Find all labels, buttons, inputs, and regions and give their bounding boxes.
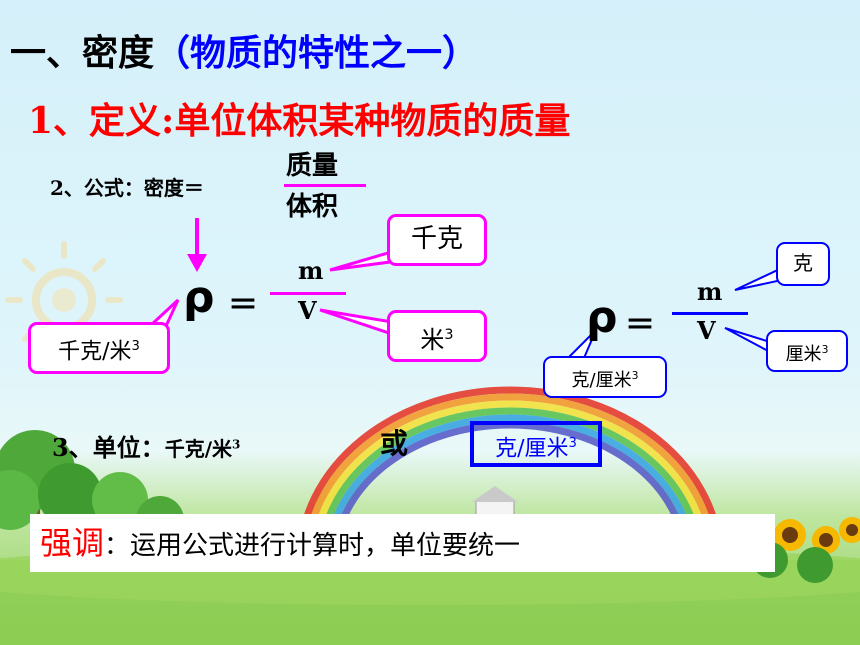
fraction-line-g — [672, 312, 748, 315]
callout-volume-cm3: 厘米3 — [766, 330, 848, 372]
formula-denominator: 体积 — [286, 192, 339, 222]
page-title: 一、密度（物质的特性之一） — [10, 32, 479, 74]
formula-numerator: 质量 — [286, 151, 339, 181]
emphasis-text: ：运用公式进行计算时，单位要统一 — [104, 531, 521, 561]
callout-density-g: 克/厘米3 — [543, 356, 667, 398]
fraction-line — [284, 184, 366, 187]
mass-symbol-g: m — [697, 277, 723, 306]
formula-label: 2、公式：密度＝ — [50, 176, 204, 200]
rho-symbol-kg: ρ — [183, 272, 215, 323]
rainbow-icon — [296, 386, 724, 561]
callout-mass-g: 克 — [776, 242, 830, 286]
equals-sign-kg: ＝ — [228, 288, 258, 323]
rho-symbol-g: ρ — [586, 292, 618, 343]
title-parenthetical: （物质的特性之一） — [154, 32, 479, 74]
emphasis-box: 强调：运用公式进行计算时，单位要统一 — [30, 514, 775, 572]
volume-symbol-kg: V — [298, 296, 317, 325]
unit-kg-m3: 千克/米3 — [164, 437, 241, 461]
equals-sign-g: ＝ — [625, 308, 655, 343]
unit-g-cm3-box: 克/厘米3 — [470, 421, 602, 467]
units-line: 3、单位：千克/米3 — [52, 433, 241, 462]
callout-mass-kg: 千克 — [387, 214, 487, 266]
callout-volume-m3: 米3 — [387, 310, 487, 362]
callout-density-kg: 千克/米3 — [28, 322, 170, 374]
arrow-down-icon — [187, 218, 207, 272]
emphasis-key: 强调 — [40, 524, 105, 562]
volume-symbol-g: V — [697, 316, 716, 345]
mass-symbol-kg: m — [298, 256, 324, 285]
definition-line: 1、定义:单位体积某种物质的质量 — [28, 100, 571, 142]
trees-left — [0, 430, 184, 560]
fraction-line-kg — [270, 292, 346, 295]
or-word: 或 — [380, 427, 409, 460]
